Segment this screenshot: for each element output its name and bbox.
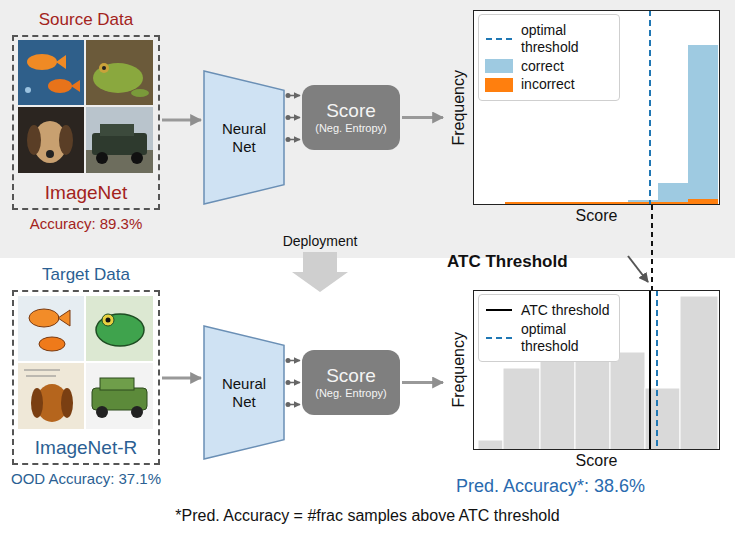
score-box: Score(Neg. Entropy): [302, 85, 400, 150]
legend: ATC threshold optimal threshold: [478, 294, 620, 362]
atc-threshold-line: [649, 290, 651, 450]
output-dot: [286, 402, 291, 407]
legend-swatch: [485, 59, 513, 73]
score-subtitle: (Neg. Entropy): [315, 387, 387, 400]
network-label: Neural Net: [213, 120, 275, 156]
output-dot: [286, 115, 291, 120]
legend: optimal threshold correctincorrect: [478, 14, 620, 101]
flow-arrow: [402, 117, 443, 118]
output-dot: [286, 93, 291, 98]
footnote-caption: *Pred. Accuracy = #frac samples above AT…: [0, 507, 735, 525]
legend-entry: incorrect: [485, 76, 611, 93]
atc-pointer: [628, 256, 648, 282]
dataset-name: ImageNet: [14, 182, 158, 204]
legend-text: incorrect: [521, 76, 575, 93]
optimal-threshold-line: [656, 290, 658, 450]
flow-arrow: [162, 120, 201, 121]
dataset-heading: Target Data: [4, 265, 168, 285]
score-title: Score: [326, 100, 376, 122]
arrow-line: [162, 119, 201, 122]
output-dot: [286, 380, 291, 385]
output-dot: [286, 137, 291, 142]
step-label: Deployment: [260, 233, 380, 249]
flow-arrow: [286, 93, 301, 142]
legend-swatch: [485, 78, 513, 92]
legend-entry: optimal threshold: [485, 22, 611, 56]
legend-entry: correct: [485, 58, 611, 75]
arrow-line: [402, 116, 443, 119]
legend-text: correct: [521, 58, 564, 75]
prediction-label: Pred. Accuracy*: 38.6%: [456, 476, 645, 497]
flow-arrow: [402, 382, 443, 383]
threshold-label: ATC Threshold: [447, 252, 568, 272]
axis-label: Score: [473, 207, 720, 225]
score-subtitle: (Neg. Entropy): [315, 122, 387, 135]
accuracy-note: Accuracy: 89.3%: [0, 215, 178, 232]
legend-text: optimal threshold: [521, 321, 611, 355]
legend-text: ATC threshold: [521, 302, 609, 319]
arrow-line: [162, 377, 201, 380]
dataset-name: ImageNet-R: [14, 437, 158, 459]
score-title: Score: [326, 365, 376, 387]
threshold-transfer: [651, 205, 653, 290]
legend-text: optimal threshold: [521, 22, 611, 56]
dataset-box: Source DataImageNetAccuracy: 89.3%: [12, 35, 160, 210]
accuracy-note: OOD Accuracy: 37.1%: [0, 470, 178, 487]
network-block: Neural Net: [203, 70, 285, 205]
network-label: Neural Net: [213, 375, 275, 411]
arrow-line: [402, 381, 443, 384]
dataset-heading: Source Data: [4, 10, 168, 30]
legend-entry: optimal threshold: [485, 321, 611, 355]
network-block: Neural Net: [203, 325, 285, 460]
target-images: [18, 296, 153, 429]
dataset-box: Target DataImageNet-ROOD Accuracy: 37.1%: [12, 290, 160, 465]
score-box: Score(Neg. Entropy): [302, 350, 400, 415]
axis-label: Score: [473, 452, 720, 470]
plot-bg: [473, 290, 720, 450]
output-dot: [286, 358, 291, 363]
flow-arrow: [162, 378, 201, 379]
legend-line: [485, 331, 513, 345]
plot-bg: [473, 10, 720, 205]
legend-line: [485, 32, 513, 46]
deployment-arrow: [292, 252, 348, 292]
source-images: [18, 40, 153, 173]
axis-label: Frequency: [450, 70, 468, 146]
flow-arrow: [286, 358, 301, 407]
legend-line: [485, 303, 513, 317]
axis-label: Frequency: [450, 332, 468, 408]
legend-entry: ATC threshold: [485, 302, 611, 319]
